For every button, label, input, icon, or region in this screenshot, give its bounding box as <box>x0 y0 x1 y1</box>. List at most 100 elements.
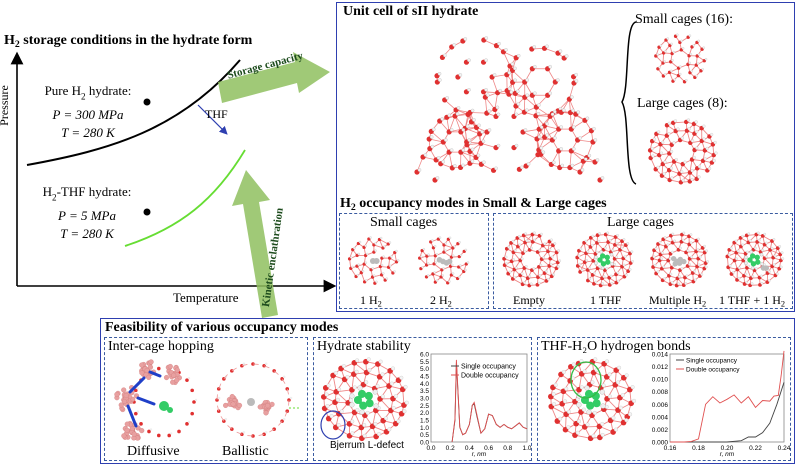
hydrogen-atom <box>751 275 755 278</box>
hydrogen-atom <box>350 256 353 259</box>
hydrogen-atom <box>435 176 440 180</box>
hbond-chart: 0.0000.0020.0040.0060.0080.0100.0120.014… <box>652 350 790 458</box>
bjerrum-circle <box>320 410 346 440</box>
hydrogen-atom <box>656 53 659 56</box>
h2-guest <box>672 261 678 267</box>
hydrogen-atom <box>375 384 380 389</box>
thf-atom <box>754 254 760 260</box>
hydrogen-atom <box>676 127 680 131</box>
hydrogen-atom <box>426 274 430 277</box>
hydrogen-atom <box>601 383 606 388</box>
thf-atom <box>584 389 594 398</box>
hydrogen-atom <box>552 273 555 276</box>
thf-hydrogen <box>600 266 605 270</box>
hop-arrow <box>148 370 162 378</box>
hydrogen-atom <box>442 267 445 270</box>
hydrogen-atom <box>564 386 569 391</box>
hydrogen-atom <box>387 427 392 432</box>
hydrogen-atom <box>598 232 601 235</box>
hydrogen-atom <box>518 243 522 247</box>
hydrogen-atom <box>329 414 334 419</box>
hydrogen-atom <box>149 428 153 431</box>
hydrogen-atom <box>714 151 718 155</box>
hydrogen-atom <box>680 39 683 43</box>
hydrogen-atom <box>671 59 674 62</box>
small-cages-box <box>339 213 489 309</box>
hydrogen-atom <box>477 123 481 128</box>
thf-hydrogen <box>760 262 764 266</box>
oxygen-atom <box>192 400 196 404</box>
thf-hydrogen <box>357 385 363 391</box>
trajectory-point <box>139 370 145 376</box>
thf-arrow-label: THF <box>205 107 228 121</box>
hydrogen-atom <box>570 163 575 168</box>
hydrogen-atom <box>337 387 342 392</box>
hydrogen-atom <box>451 272 455 275</box>
hydrogen-atom <box>517 235 521 238</box>
hydrogen-atom <box>516 54 521 58</box>
hydrogen-atom <box>591 433 596 438</box>
unit-cell-structure <box>414 36 605 183</box>
h2-guest <box>373 257 380 265</box>
hydrogen-atom <box>504 255 508 259</box>
hydrogen-atom <box>396 419 401 424</box>
hydrogen-atom <box>545 133 549 137</box>
hydrogen-atom <box>526 162 531 166</box>
hydrogen-atom <box>687 127 691 131</box>
diffusive-label: Diffusive <box>127 444 180 459</box>
y-tick-label: 2.0 <box>420 410 429 417</box>
hydrogen-atom <box>669 166 673 170</box>
hydrogen-atom <box>677 275 681 279</box>
hydrogen-atom <box>432 127 436 132</box>
thf-hydrogen <box>359 409 365 415</box>
hydrogen-atom <box>374 249 377 252</box>
legend-label: Single occupancy <box>686 358 738 365</box>
hydrogen-atom <box>595 158 600 162</box>
trajectory-point <box>124 427 130 433</box>
hydrogen-atom <box>548 248 552 251</box>
hydrogen-atom <box>496 143 501 148</box>
hydrogen-atom <box>539 146 544 150</box>
hydrogen-atom <box>423 153 428 157</box>
hydrogen-atom <box>538 274 542 277</box>
trajectory-point <box>170 379 176 385</box>
trajectory-point <box>146 374 152 380</box>
hbond-line <box>508 93 525 98</box>
hydrogen-atom <box>669 272 673 276</box>
hydrogen-atom <box>523 250 527 253</box>
pure-h2-prefix: Pure H <box>44 83 82 98</box>
hydrogen-atom <box>778 245 782 248</box>
thf-atom <box>750 261 757 267</box>
hydrogen-atom <box>575 430 580 435</box>
hydrogen-atom <box>541 150 546 154</box>
trajectory-point <box>114 391 120 398</box>
hydrogen-atom <box>543 242 547 246</box>
hydrogen-atom <box>663 73 667 76</box>
thf-atom <box>592 399 601 408</box>
hydrogen-atom <box>354 369 359 374</box>
hydrogen-atom <box>781 257 785 261</box>
hydrogen-atom <box>374 242 377 245</box>
hydrogen-atom <box>574 72 578 77</box>
hydrogen-atom <box>362 433 367 438</box>
hydrogen-atom <box>672 141 676 145</box>
hydrogen-atom <box>136 410 140 413</box>
y-tick-label: 3.0 <box>420 396 429 403</box>
bjerrum-label: Bjerrum L-defect <box>330 440 404 451</box>
hydrogen-atom <box>520 257 524 261</box>
hydrogen-atom <box>680 267 684 270</box>
left-panel-title: H2 storage conditions in the hydrate for… <box>4 33 252 50</box>
unit-cell-panel <box>336 2 795 312</box>
hydrogen-atom <box>741 243 745 247</box>
hydrogen-atom <box>679 65 682 68</box>
hydrogen-atom <box>618 405 623 410</box>
hydrogen-atom <box>564 54 569 58</box>
hydrogen-atom <box>350 419 355 424</box>
trajectory-point <box>257 404 263 410</box>
hydrogen-atom <box>704 265 708 269</box>
hydrogen-atom <box>399 375 404 380</box>
trajectory-point <box>163 375 170 381</box>
hydrogen-atom <box>525 239 529 243</box>
pure-h2-boundary-curve <box>26 59 241 166</box>
hbond-line <box>503 51 511 67</box>
